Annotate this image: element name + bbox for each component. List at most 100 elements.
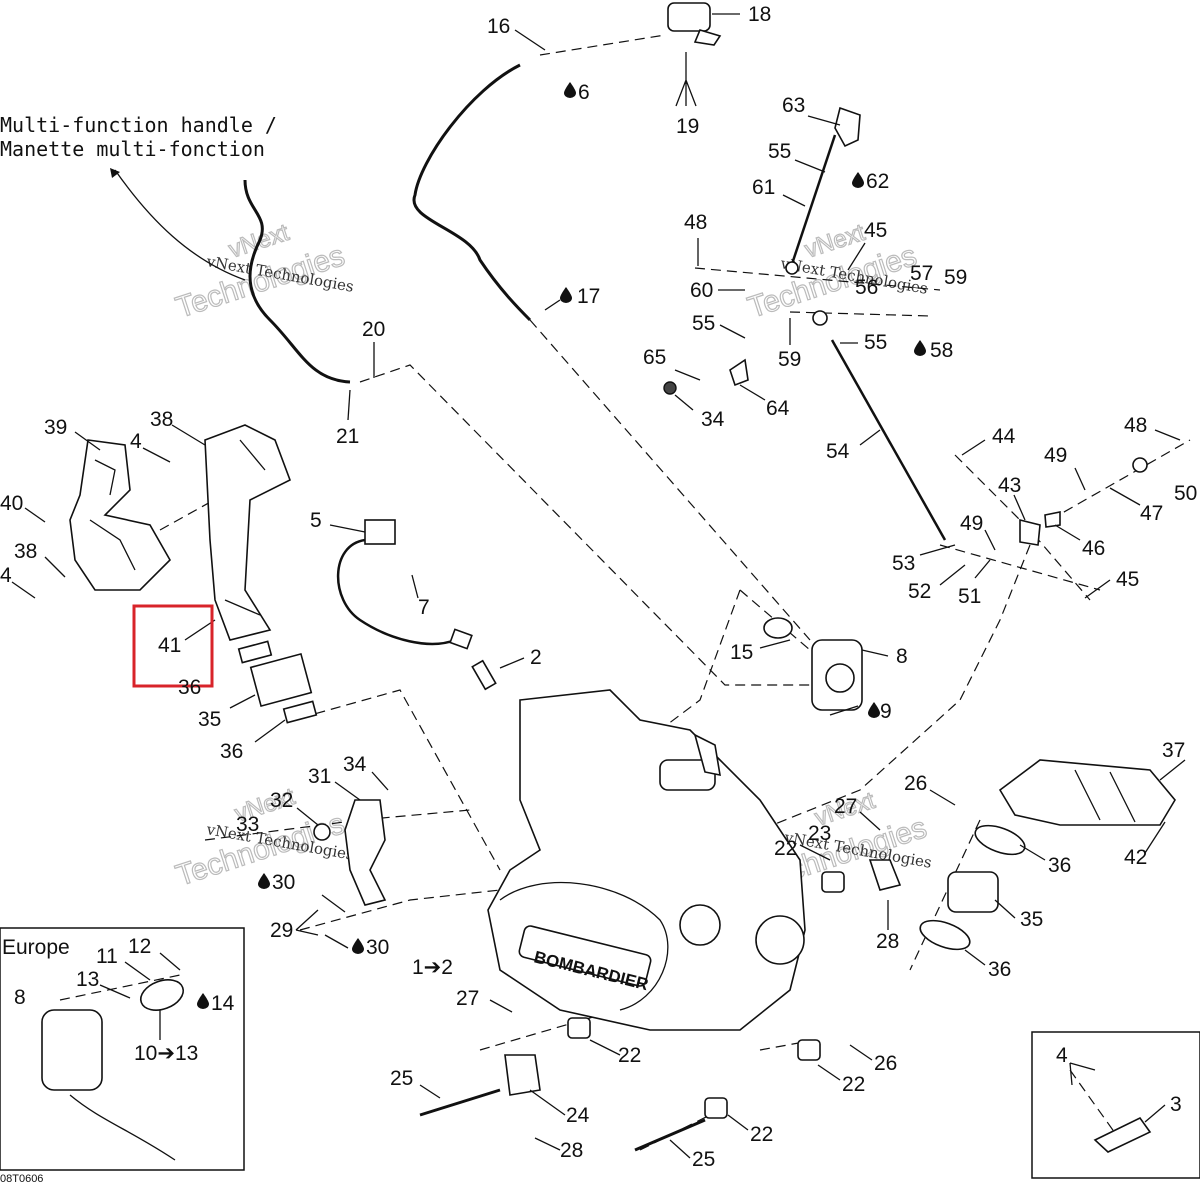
- callout-label: 14: [211, 992, 235, 1015]
- callout-label: 34: [701, 408, 725, 431]
- leader-lines: [11, 13, 1186, 1159]
- lubricant-drop-icon: [352, 938, 364, 954]
- callout-label: 11: [96, 945, 118, 968]
- callout-label: 35: [1020, 908, 1043, 931]
- callout-label: 53: [892, 552, 915, 575]
- callout-label: 24: [566, 1104, 590, 1127]
- callout-label: 35: [198, 708, 221, 731]
- callout-label: 45: [864, 219, 887, 242]
- callout-label: 55: [768, 140, 791, 163]
- callout-label: 55: [692, 312, 715, 335]
- callout-label: 52: [908, 580, 931, 603]
- callout-label: 10➔13: [134, 1042, 198, 1065]
- callout-label: 3: [1170, 1093, 1182, 1116]
- callout-label: 4: [1056, 1044, 1068, 1067]
- callout-label: 57: [910, 262, 933, 285]
- callout-label: 28: [876, 930, 899, 953]
- callout-label: 51: [958, 585, 981, 608]
- callout-label: 65: [643, 346, 666, 369]
- callout-label: 37: [1162, 739, 1185, 762]
- callout-label: 36: [988, 958, 1011, 981]
- callout-label: 22: [774, 837, 797, 860]
- callout-label: 38: [150, 408, 173, 431]
- callout-label: 61: [752, 176, 775, 199]
- callout-label: 8: [14, 986, 26, 1009]
- callout-label: 32: [270, 789, 293, 812]
- callout-label: 45: [1116, 568, 1139, 591]
- callout-label: 13: [76, 968, 99, 991]
- callout-label: 17: [577, 285, 600, 308]
- callout-label: 34: [343, 753, 367, 776]
- reference-code: 08T0606: [0, 1173, 43, 1184]
- callout-label: 7: [418, 596, 430, 619]
- callout-label: 30: [366, 936, 389, 959]
- callout-label: 22: [750, 1123, 773, 1146]
- callout-label: 20: [362, 318, 385, 341]
- callout-label: 6: [578, 81, 590, 104]
- callout-label: 8: [896, 645, 908, 668]
- callout-label: 26: [874, 1052, 897, 1075]
- callout-label: 39: [44, 416, 67, 439]
- callout-label: 25: [390, 1067, 413, 1090]
- callout-label: 25: [692, 1148, 715, 1171]
- callout-label-highlighted: 41: [158, 634, 181, 657]
- callout-label: 12: [128, 935, 151, 958]
- callout-label: 43: [998, 474, 1021, 497]
- callout-label: 55: [864, 331, 887, 354]
- callout-41-highlight-box: [132, 604, 214, 688]
- bracket-inset-box: [1031, 1031, 1200, 1179]
- callout-label: 36: [178, 676, 201, 699]
- europe-inset-box: [0, 927, 245, 1171]
- callout-label: 21: [336, 425, 359, 448]
- callout-label: 27: [456, 987, 479, 1010]
- watermark-top-right: vNext Technologies vNext Technologies: [743, 218, 929, 325]
- callout-label: 18: [748, 3, 771, 26]
- lubricant-drop-icon: [258, 873, 270, 889]
- callout-label: 59: [778, 348, 801, 371]
- callout-label: 42: [1124, 846, 1147, 869]
- callout-label: 56: [855, 276, 878, 299]
- callout-label: 19: [676, 115, 699, 138]
- callout-label: 48: [684, 211, 707, 234]
- callout-label: 44: [992, 425, 1016, 448]
- callout-label: 58: [930, 339, 953, 362]
- callout-label: 4: [0, 564, 12, 587]
- europe-label: Europe: [2, 936, 70, 959]
- callout-label: 47: [1140, 502, 1163, 525]
- lubricant-drop-icon: [868, 702, 880, 718]
- callout-label: 26: [904, 772, 927, 795]
- lubricant-drop-icon: [852, 172, 864, 188]
- callout-label: 4: [130, 430, 142, 453]
- callout-label: 36: [220, 740, 243, 763]
- callout-label: 1➔2: [412, 956, 453, 979]
- callout-label: 54: [826, 440, 850, 463]
- callout-label: 38: [14, 540, 37, 563]
- callout-label: 50: [1174, 482, 1197, 505]
- callout-labels: 16 18 6 19 63 55 62 61 48 45 60 56 57 59…: [0, 3, 1197, 1171]
- lubricant-drop-icon: [560, 287, 572, 303]
- lubricant-drop-icon: [564, 82, 576, 98]
- callout-label: 33: [236, 813, 259, 836]
- callout-label: 9: [880, 700, 892, 723]
- callout-label: 62: [866, 170, 889, 193]
- callout-label: 63: [782, 94, 805, 117]
- callout-label: 46: [1082, 537, 1105, 560]
- callout-label: 22: [618, 1044, 641, 1067]
- callout-label: 22: [842, 1073, 865, 1096]
- multi-function-handle-note-fr: Manette multi-fonction: [0, 137, 265, 161]
- callout-label: 30: [272, 871, 295, 894]
- callout-label: 2: [530, 646, 542, 669]
- callout-label: 60: [690, 279, 713, 302]
- callout-label: 64: [766, 397, 790, 420]
- callout-label: 48: [1124, 414, 1147, 437]
- callout-label: 59: [944, 266, 967, 289]
- callout-label: 29: [270, 919, 293, 942]
- callout-label: 49: [960, 512, 983, 535]
- callout-label: 5: [310, 509, 322, 532]
- callout-label: 15: [730, 641, 753, 664]
- callout-label: 23: [808, 822, 831, 845]
- multi-function-handle-note: Multi-function handle /: [0, 113, 277, 137]
- lubricant-drop-icon: [914, 340, 926, 356]
- callout-label: 16: [487, 15, 510, 38]
